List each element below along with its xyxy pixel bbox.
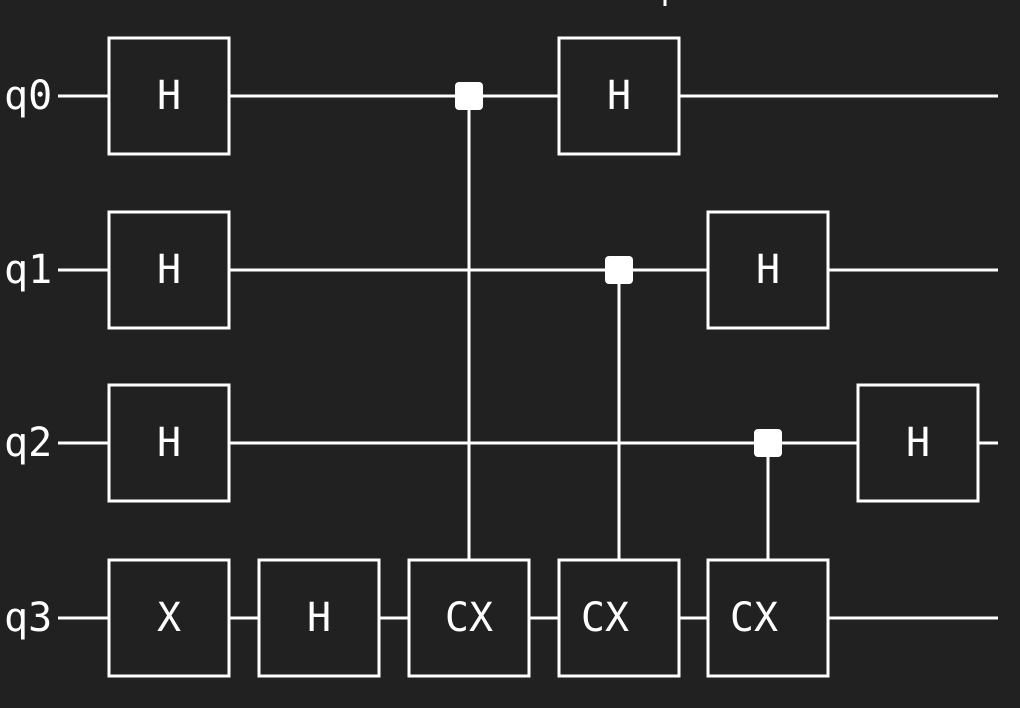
gate-h-q0-step0: H [107,36,231,156]
control-links [467,96,770,560]
control-dot-q0 [455,82,483,110]
gate-label: H [157,247,181,293]
gate-h-q2-step5: H [856,383,980,503]
gate-label: CX [445,595,493,641]
gate-box [557,558,681,678]
gate-box [706,558,830,678]
gate-x-q3-step0: X [107,558,231,678]
gate-box [407,558,531,678]
qubit-label-q3: q3 [4,595,52,641]
gate-h-q2-step0: H [107,383,231,503]
gate-box [257,558,381,678]
gate-cx-q3-step2: CX [407,558,531,678]
control-dots [455,82,782,457]
gate-box [107,383,231,503]
gate-label: CX [730,595,778,641]
gate-label: H [307,595,331,641]
gate-label: H [906,420,930,466]
qubit-labels: q0 q1 q2 q3 [4,73,52,641]
gate-box [856,383,980,503]
gate-h-q3-step1: H [257,558,381,678]
gate-label: H [756,247,780,293]
gate-h-q1-step4: H [706,210,830,330]
gate-label: CX [581,595,629,641]
gates: H H H X H CX H CX [107,36,980,678]
gate-box [107,558,231,678]
gate-box [557,36,681,156]
gate-h-q1-step0: H [107,210,231,330]
gate-box [107,36,231,156]
gate-box [706,210,830,330]
qubit-label-q2: q2 [4,420,52,466]
gate-cx-q3-step4: CX [706,558,830,678]
qubit-label-q1: q1 [4,247,52,293]
gate-label: H [157,420,181,466]
gate-label: H [607,73,631,119]
gate-cx-q3-step3: CX [557,558,681,678]
gate-h-q0-step3: H [557,36,681,156]
qubit-label-q0: q0 [4,73,52,119]
control-dot-q1 [605,256,633,284]
gate-label: H [157,73,181,119]
gate-box [107,210,231,330]
gate-label: X [157,595,181,641]
control-dot-q2 [754,429,782,457]
